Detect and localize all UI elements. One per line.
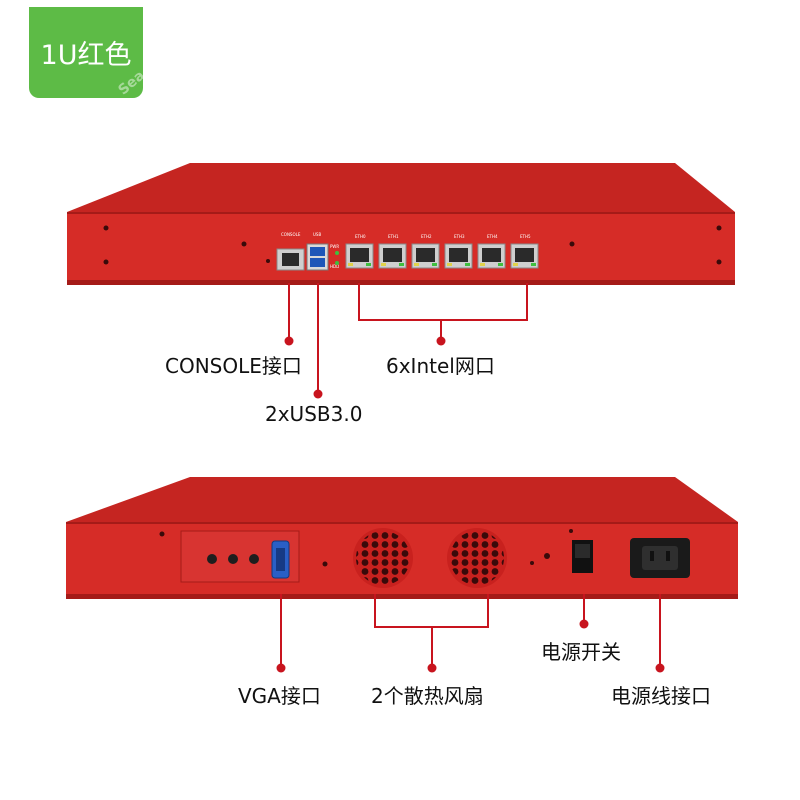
callout-dot	[276, 663, 286, 673]
front-chassis	[67, 163, 735, 285]
ethernet-ports	[345, 243, 539, 269]
callout-dot	[284, 336, 294, 346]
usb-ports	[306, 243, 329, 271]
usb-port-tag: USB	[313, 232, 321, 237]
usb-callout-label: 2xUSB3.0	[265, 402, 363, 426]
callout-dot	[313, 389, 323, 399]
eth-port-label: ETH0	[355, 234, 366, 239]
pwr-led-tag: PWR	[330, 244, 339, 249]
power-port-callout-label: 电源线接口	[611, 684, 711, 708]
callout-dot	[579, 619, 589, 629]
console-port-tag: CONSOLE	[281, 232, 301, 237]
callout-dot	[436, 336, 446, 346]
eth-port-label: ETH3	[454, 234, 465, 239]
power-socket	[630, 538, 690, 578]
hdd-led-tag: HDD	[330, 264, 339, 269]
callout-dot	[427, 663, 437, 673]
callout-dot	[655, 663, 665, 673]
pwr-led	[335, 251, 339, 255]
vga-callout-label: VGA接口	[238, 684, 321, 708]
rear-callout-lines	[280, 594, 661, 667]
hdd-led	[335, 261, 339, 265]
eth-port-label: ETH4	[487, 234, 498, 239]
badge-label: 1U红色	[40, 40, 132, 71]
lan-callout-label: 6xIntel网口	[386, 354, 495, 378]
eth-port-label: ETH2	[421, 234, 432, 239]
eth-port-label: ETH1	[388, 234, 399, 239]
cooling-fan	[447, 528, 507, 588]
color-badge: 1U红色	[29, 7, 143, 98]
fans-callout-label: 2个散热风扇	[371, 684, 484, 708]
console-callout-label: CONSOLE接口	[165, 354, 302, 378]
eth-port-label: ETH5	[520, 234, 531, 239]
power-switch	[572, 540, 593, 573]
power-switch-callout-label: 电源开关	[541, 640, 621, 664]
console-port	[276, 248, 305, 271]
vga-port	[271, 540, 290, 579]
cooling-fan	[353, 528, 413, 588]
